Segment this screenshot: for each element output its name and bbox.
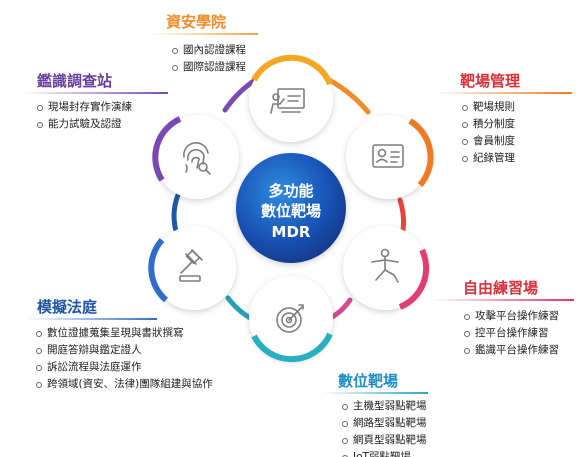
digital-range-item: 主機型弱點靶場 bbox=[342, 398, 427, 415]
presentation-board-icon bbox=[270, 88, 305, 114]
digital-range-item: 網頁型弱點靶場 bbox=[342, 432, 427, 449]
range-mgmt-item: 紀錄管理 bbox=[462, 150, 515, 167]
mock-court-item: 跨領域(資安、法律)團隊組建與協作 bbox=[36, 376, 213, 393]
digital-range-item: 網路型弱點靶場 bbox=[342, 415, 427, 432]
mock-court-underline bbox=[25, 318, 157, 320]
range-mgmt-item: 積分制度 bbox=[462, 116, 515, 133]
yoga-pose-icon bbox=[371, 248, 399, 283]
mock-court-title: 模擬法庭 bbox=[37, 298, 97, 316]
forensics-item: 現場封存實作演練 bbox=[37, 99, 132, 116]
center-line-2: 數位靶場 bbox=[261, 202, 321, 220]
free-practice-title-text: 自由練習場 bbox=[463, 279, 539, 297]
forensics-title: 鑑識調查站 bbox=[37, 72, 112, 90]
range-mgmt-title: 靶場管理 bbox=[460, 72, 520, 90]
digital-range-list: 主機型弱點靶場 網路型弱點靶場 網頁型弱點靶場 IoT弱點靶場 bbox=[342, 398, 427, 457]
id-card-icon bbox=[372, 144, 404, 168]
node-academy bbox=[249, 54, 333, 142]
node-range-mgmt bbox=[346, 115, 434, 199]
mock-court-title-text: 模擬法庭 bbox=[37, 298, 98, 316]
forensics-item: 能力試驗及認證 bbox=[37, 116, 132, 133]
academy-list: 國內認證課程 國際認證課程 bbox=[172, 42, 246, 76]
center-line-1: 多功能 bbox=[268, 182, 313, 200]
free-practice-item: 鑑識平台操作練習 bbox=[464, 342, 559, 359]
digital-range-title: 數位靶場 bbox=[338, 372, 398, 390]
mock-court-list: 數位證據蒐集呈現與書狀撰寫 開庭答辯與鑑定證人 訴訟流程與法庭運作 跨領域(資安… bbox=[36, 325, 213, 393]
academy-item: 國際認證課程 bbox=[172, 59, 246, 76]
mock-court-item: 開庭答辯與鑑定證人 bbox=[36, 342, 213, 359]
academy-title-text: 資安學院 bbox=[166, 13, 227, 31]
gavel-icon bbox=[179, 249, 203, 282]
range-mgmt-list: 靶場規則 積分制度 會員制度 紀錄管理 bbox=[462, 99, 515, 167]
range-mgmt-underline bbox=[432, 92, 572, 94]
free-practice-list: 攻擊平台操作練習 控平台操作練習 鑑識平台操作練習 bbox=[464, 308, 559, 359]
digital-range-underline bbox=[322, 392, 428, 394]
forensics-underline bbox=[22, 92, 168, 94]
forensics-list: 現場封存實作演練 能力試驗及認證 bbox=[37, 99, 132, 133]
digital-range-title-text: 數位靶場 bbox=[338, 372, 399, 390]
academy-underline bbox=[150, 33, 258, 35]
center-circle: 多功能 數位靶場 MDR bbox=[236, 153, 346, 263]
forensics-title-text: 鑑識調查站 bbox=[37, 72, 113, 90]
range-mgmt-item: 會員制度 bbox=[462, 133, 515, 150]
free-practice-title: 自由練習場 bbox=[463, 279, 538, 297]
range-mgmt-title-text: 靶場管理 bbox=[460, 72, 521, 90]
academy-item: 國內認證課程 bbox=[172, 42, 246, 59]
free-practice-underline bbox=[432, 299, 574, 301]
node-mock-court bbox=[148, 226, 236, 310]
mock-court-item: 訴訟流程與法庭運作 bbox=[36, 359, 213, 376]
center-line-3: MDR bbox=[272, 223, 311, 241]
target-icon bbox=[276, 304, 304, 333]
mock-court-item: 數位證據蒐集呈現與書狀撰寫 bbox=[36, 325, 213, 342]
range-mgmt-item: 靶場規則 bbox=[462, 99, 515, 116]
academy-title: 資安學院 bbox=[166, 13, 226, 31]
free-practice-item: 攻擊平台操作練習 bbox=[464, 308, 559, 325]
fingerprint-icon bbox=[183, 142, 211, 175]
digital-range-item: IoT弱點靶場 bbox=[342, 449, 427, 457]
free-practice-item: 控平台操作練習 bbox=[464, 325, 559, 342]
